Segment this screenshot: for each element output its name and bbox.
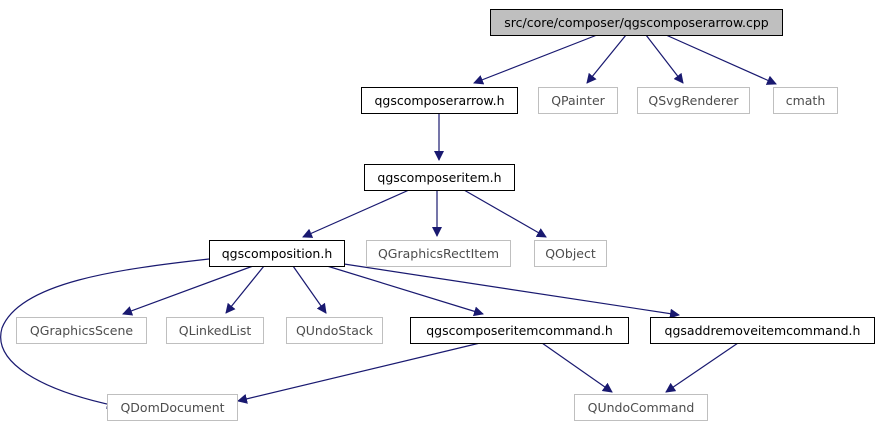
edge-compos-to-qdom xyxy=(0,258,210,410)
node-label: QUndoStack xyxy=(296,323,374,338)
node-qgri: QGraphicsRectItem xyxy=(366,240,511,267)
node-box xyxy=(364,164,515,191)
node-label: qgsaddremoveitemcommand.h xyxy=(665,323,861,338)
nodes: src/core/composer/qgscomposerarrow.cpp qg… xyxy=(16,9,875,421)
node-compos[interactable]: qgscomposition.h xyxy=(209,240,345,267)
edge-cmdh-to-qundo xyxy=(541,342,613,393)
edge-root-to-cmath xyxy=(665,34,777,85)
node-qundo: QUndoCommand xyxy=(574,394,708,421)
node-box xyxy=(16,317,147,344)
node-qpainter: QPainter xyxy=(538,87,618,114)
node-box xyxy=(574,394,708,421)
node-label: QDomDocument xyxy=(120,400,224,415)
node-qdom: QDomDocument xyxy=(107,394,238,421)
edge-compos-to-cmdh xyxy=(326,265,484,317)
edge-addrem-to-qundo xyxy=(665,342,739,393)
node-box xyxy=(361,87,518,114)
node-label: QGraphicsScene xyxy=(30,323,133,338)
node-label: QSvgRenderer xyxy=(648,93,739,108)
node-label: QLinkedList xyxy=(179,323,252,338)
node-box xyxy=(637,87,750,114)
node-box xyxy=(490,9,783,36)
node-label: QPainter xyxy=(551,93,605,108)
edge-root-to-qsvg xyxy=(645,34,684,84)
node-cmath: cmath xyxy=(773,87,838,114)
edge-root-to-qpainter xyxy=(586,34,627,84)
edge-itemh-to-qobject xyxy=(463,189,547,238)
node-label: qgscomposeritem.h xyxy=(377,170,501,185)
node-box xyxy=(773,87,838,114)
node-addrem[interactable]: qgsaddremoveitemcommand.h xyxy=(650,317,875,344)
node-box xyxy=(107,394,238,421)
node-qobject: QObject xyxy=(534,240,607,267)
node-box xyxy=(538,87,618,114)
node-box xyxy=(286,317,383,344)
edges xyxy=(0,34,777,410)
edge-root-to-arrowh xyxy=(473,34,598,85)
node-label: qgscomposeritemcommand.h xyxy=(426,323,613,338)
node-qus: QUndoStack xyxy=(286,317,383,344)
edge-compos-to-qgscene xyxy=(122,265,254,316)
edge-compos-to-qll xyxy=(225,265,265,314)
node-label: qgscomposition.h xyxy=(222,246,333,261)
node-box xyxy=(534,240,607,267)
node-label: QUndoCommand xyxy=(588,400,695,415)
edge-compos-to-addrem xyxy=(343,263,680,319)
node-qsvg: QSvgRenderer xyxy=(637,87,750,114)
edge-itemh-to-compos xyxy=(302,189,410,238)
node-box xyxy=(410,317,629,344)
node-label: QGraphicsRectItem xyxy=(378,246,499,261)
node-label: QObject xyxy=(545,246,596,261)
node-box xyxy=(650,317,875,344)
node-box xyxy=(209,240,345,267)
node-label: src/core/composer/qgscomposerarrow.cpp xyxy=(504,15,769,30)
node-box xyxy=(366,240,511,267)
node-qgscene: QGraphicsScene xyxy=(16,317,147,344)
edge-compos-to-qus xyxy=(292,265,327,314)
node-cmdh[interactable]: qgscomposeritemcommand.h xyxy=(410,317,629,344)
edge-cmdh-to-qdom xyxy=(237,342,481,404)
node-box xyxy=(166,317,264,344)
node-root[interactable]: src/core/composer/qgscomposerarrow.cpp xyxy=(490,9,783,36)
node-label: cmath xyxy=(786,93,826,108)
node-qll: QLinkedList xyxy=(166,317,264,344)
node-arrowh[interactable]: qgscomposerarrow.h xyxy=(361,87,518,114)
node-label: qgscomposerarrow.h xyxy=(374,93,504,108)
node-itemh[interactable]: qgscomposeritem.h xyxy=(364,164,515,191)
